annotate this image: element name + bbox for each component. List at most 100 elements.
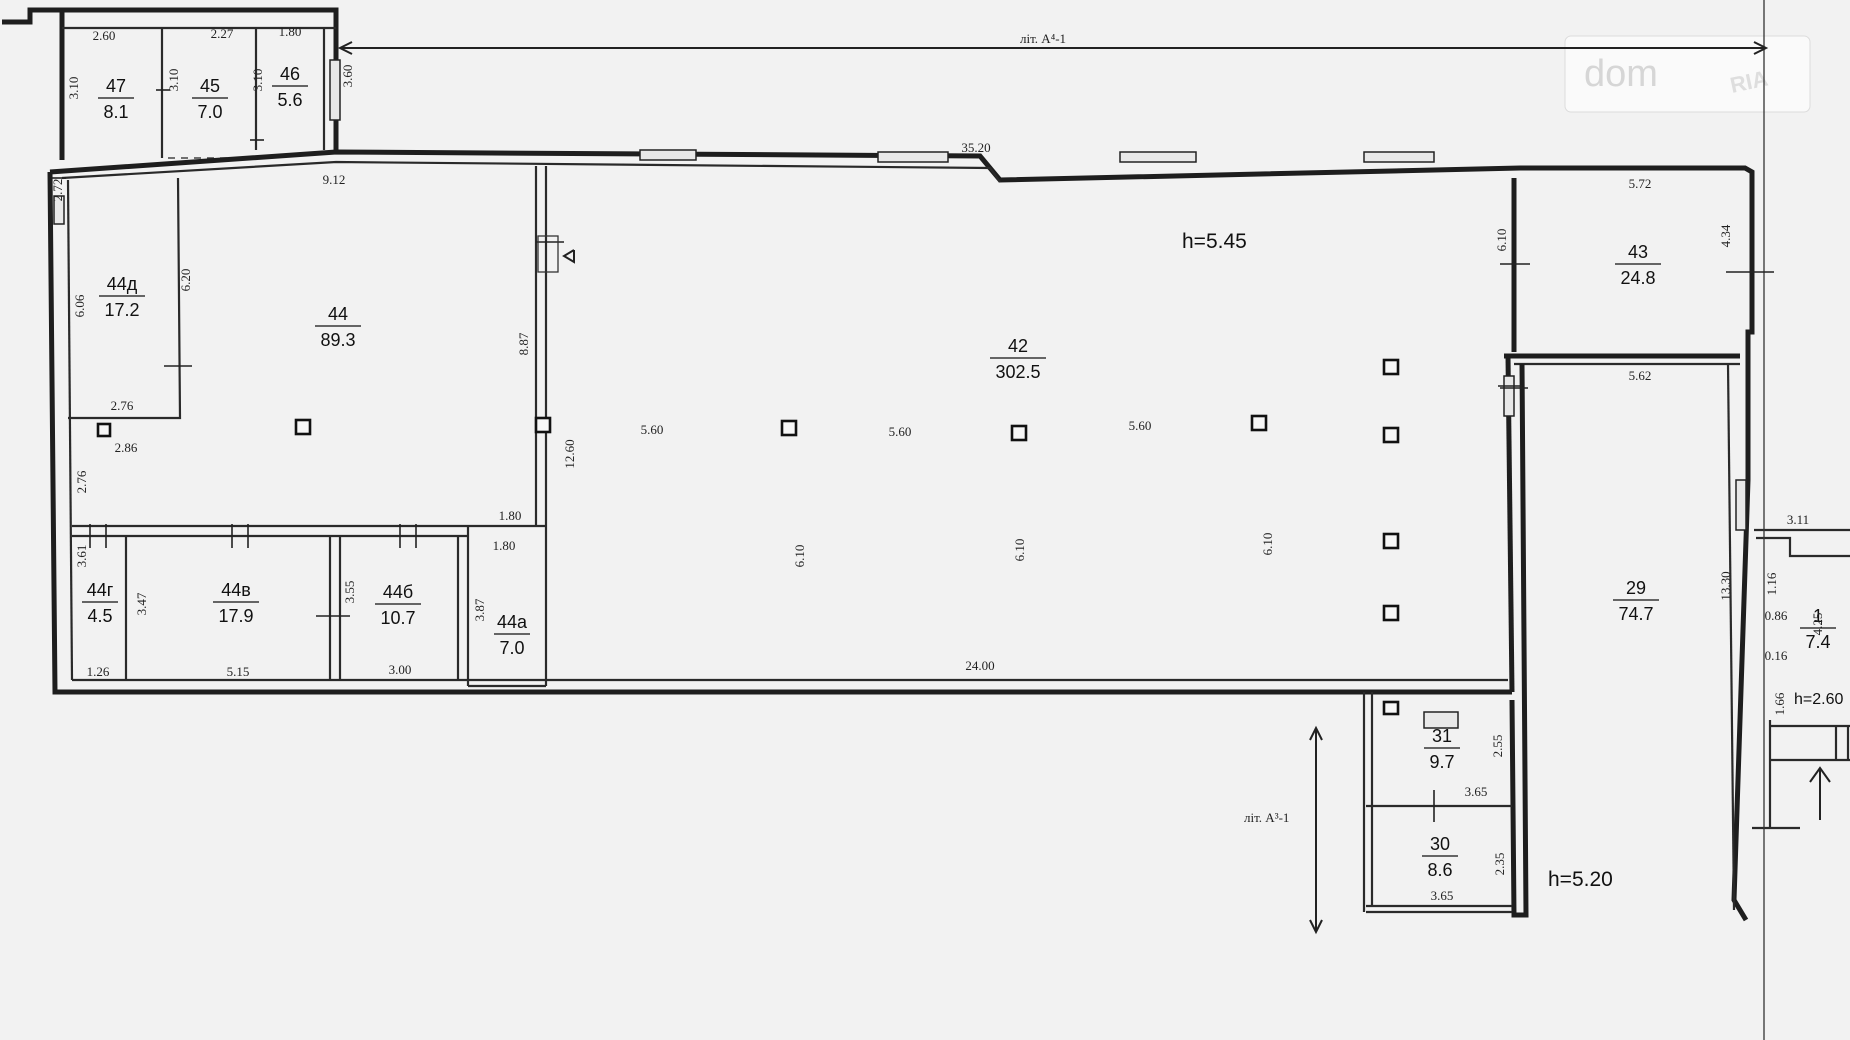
room-area: 74.7 [1618,604,1653,624]
room-area: 302.5 [995,362,1040,382]
dimension-label: 5.60 [889,424,912,439]
dimension-label: 6.10 [792,545,807,568]
dimension-label: 4.34 [1718,224,1733,247]
room-label: 465.6 [272,64,308,110]
window-3 [1119,151,1197,163]
room-label: 319.7 [1424,726,1460,772]
door-symbol [537,235,559,273]
room-number: 43 [1628,242,1648,262]
dimension-label: 2.55 [1490,735,1505,758]
dimension-label: 2.76 [111,398,134,413]
dimension-label: 2.60 [93,28,116,43]
room-number: 31 [1432,726,1452,746]
room-number: 46 [280,64,300,84]
room-area: 7.0 [197,102,222,122]
room-number: 44 [328,304,348,324]
lit-bottom-arrow-top [1309,725,1323,741]
pillar [1382,426,1400,444]
dimension-label: 12.60 [562,439,577,468]
dimension-label: 0.16 [1765,648,1788,663]
lit-bottom-label: літ. А³-1 [1244,810,1289,825]
room-label: 17.4 [1800,606,1836,652]
height-29: h=5.20 [1548,868,1613,891]
room-area: 7.4 [1805,632,1830,652]
dimension-label: 4.25 [1810,613,1825,636]
pillars [96,358,1400,716]
pillar [1382,700,1400,716]
dimension-label: 3.11 [1787,512,1809,527]
room-number: 29 [1626,578,1646,598]
dimension-label: 5.60 [1129,418,1152,433]
dimension-label: 13.30 [1718,571,1733,600]
height-main: h=5.45 [1182,230,1247,253]
room-area: 8.6 [1427,860,1452,880]
dimension-label: 3.10 [250,69,265,92]
dimension-label: 6.10 [1012,539,1027,562]
lit-bottom-arrow-bottom [1309,919,1323,935]
dimension-label: 8.87 [516,332,531,355]
window-4 [1363,151,1435,163]
dimension-label: 2.72 [50,179,65,202]
watermark-dom: dom [1584,53,1658,95]
dimension-label: 0.86 [1765,608,1788,623]
dimension-label: 35.20 [961,140,990,155]
room-area: 17.2 [104,300,139,320]
dimension-label: 3.65 [1465,784,1488,799]
wall-44d [68,177,182,420]
wall-left-bottom [47,171,1512,695]
dimension-label: 2.76 [74,470,89,493]
pillar [1382,604,1400,622]
dimension-label: 3.87 [472,598,487,621]
room-number: 45 [200,76,220,96]
wall-29-right [1726,363,1736,911]
dimension-label: 6.06 [72,294,87,317]
dimension-label: 1.80 [499,508,522,523]
pillar [1010,424,1028,442]
dimension-label: 2.35 [1492,853,1507,876]
pillar [780,419,798,437]
room-number: 44г [87,580,114,600]
room-number: 44а [497,612,528,632]
wall-main-top [49,149,1755,922]
room-label: 29 74.7 [1613,578,1659,624]
dimension-label: 3.61 [74,545,89,568]
room-area: 89.3 [320,330,355,350]
lit-top-label: літ. А⁴-1 [1020,31,1066,46]
lit-top-arrow-right [1753,41,1769,55]
dimension-label: 3.10 [166,69,181,92]
pillar [534,416,552,434]
dimension-label: 6.20 [178,269,193,292]
dimension-label: 3.55 [342,581,357,604]
window-6 [329,59,341,121]
dimension-label: 2.86 [115,440,138,455]
dimension-label: 6.10 [1260,533,1275,556]
dimension-label: 3.60 [340,65,355,88]
wall-29-left [1509,363,1529,918]
window-8 [1423,711,1459,729]
room-area: 9.7 [1429,752,1454,772]
watermark-box [1564,35,1811,113]
room-label: 457.0 [192,76,228,122]
dimension-label: 5.72 [1629,176,1652,191]
wall-main-top-inner [61,160,1001,183]
dimension-label: 3.00 [389,662,412,677]
pillar [294,418,312,436]
dimension-label: 6.10 [1494,229,1509,252]
dimension-label: 3.10 [66,77,81,100]
dimension-label: 5.60 [641,422,664,437]
room-area: 8.1 [103,102,128,122]
dimension-label: 5.15 [227,664,250,679]
window-7 [1735,479,1747,531]
dimension-label: 1.80 [493,538,516,553]
window-1 [639,149,697,161]
pillar [96,422,112,438]
dimension-label: 1.26 [87,664,110,679]
dimension-label: 3.65 [1431,888,1454,903]
room-number: 47 [106,76,126,96]
dimension-label: 1.66 [1772,692,1787,715]
